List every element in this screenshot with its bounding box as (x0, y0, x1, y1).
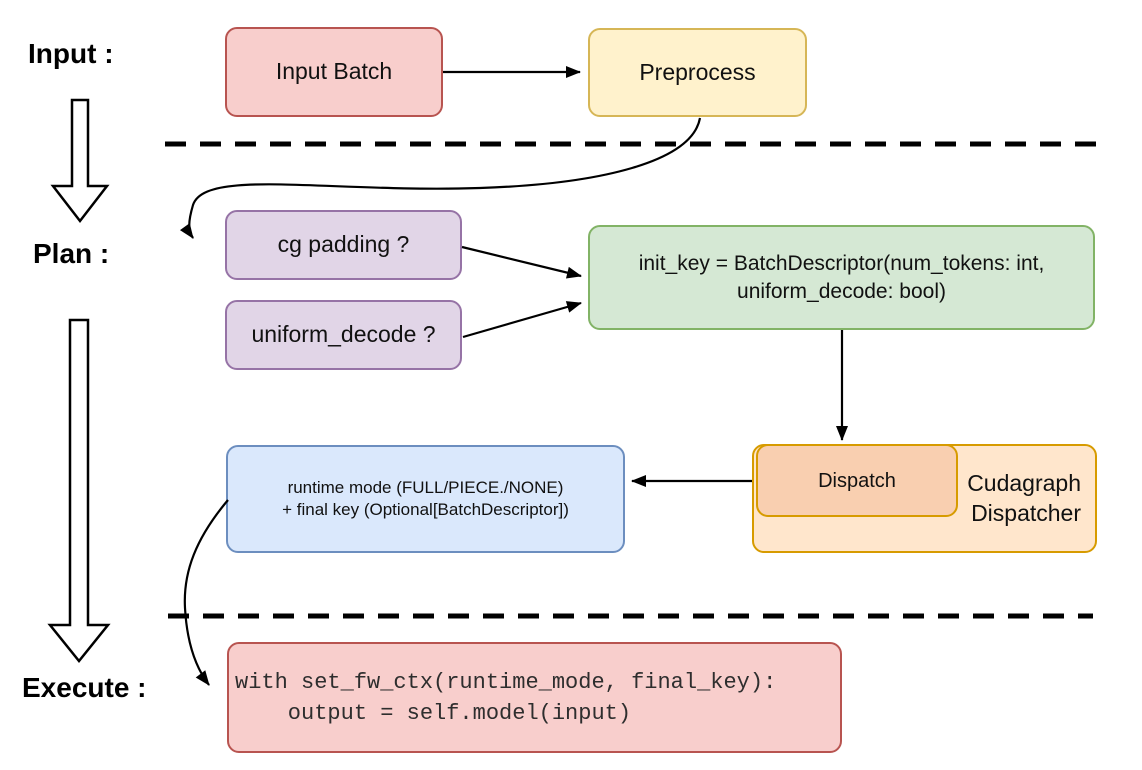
node-init-key-line1: init_key = BatchDescriptor(num_tokens: i… (638, 252, 1045, 276)
node-input-batch: Input Batch (225, 27, 443, 117)
node-runtime-mode: runtime mode (FULL/PIECE./NONE) + final … (226, 445, 625, 553)
node-uniform-decode-label: uniform_decode ? (251, 321, 436, 348)
section-label-execute: Execute : (22, 672, 147, 703)
node-dispatch: Dispatch (756, 444, 958, 517)
node-preprocess: Preprocess (588, 28, 807, 117)
node-execute-code-line1: with set_fw_ctx(runtime_mode, final_key)… (235, 669, 777, 695)
node-runtime-line1: runtime mode (FULL/PIECE./NONE) (287, 477, 564, 497)
node-dispatch-label: Dispatch (818, 469, 896, 492)
node-uniform-decode: uniform_decode ? (225, 300, 462, 370)
node-init-key-line2: uniform_decode: bool) (737, 279, 946, 303)
node-preprocess-label: Preprocess (639, 58, 756, 85)
node-cudagraph-line2: Dispatcher (971, 499, 1081, 526)
arrow-runtimemode-to-executecode (183, 499, 229, 686)
node-runtime-line2: + final key (Optional[BatchDescriptor]) (282, 500, 569, 519)
node-cg-padding: cg padding ? (225, 210, 462, 280)
node-cg-padding-label: cg padding ? (277, 231, 410, 258)
node-execute-code-line2: output = self.model(input) (235, 700, 632, 726)
node-input-batch-label: Input Batch (275, 58, 393, 85)
node-cudagraph-line1: Cudagraph (967, 469, 1081, 496)
big-arrow-input-to-plan (50, 98, 110, 224)
arrow-cgpadding-to-initkey (461, 245, 582, 279)
arrow-uniformdecode-to-initkey (462, 301, 582, 339)
node-execute-code: with set_fw_ctx(runtime_mode, final_key)… (227, 642, 842, 753)
big-arrow-plan-to-execute (47, 318, 111, 663)
section-label-input: Input : (28, 38, 114, 69)
node-init-key: init_key = BatchDescriptor(num_tokens: i… (588, 225, 1095, 330)
section-label-plan: Plan : (33, 238, 110, 269)
